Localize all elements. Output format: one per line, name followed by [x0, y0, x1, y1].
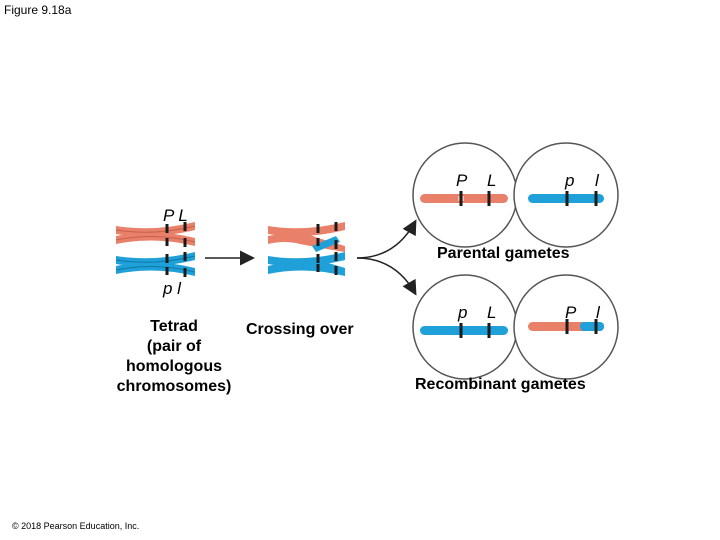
tetrad-caption-line-1: Tetrad — [150, 318, 198, 335]
parental-1-allele-a: P — [456, 171, 468, 190]
parental-2-allele-a: p — [565, 171, 575, 190]
recombinant-gametes-label: Recombinant gametes — [415, 376, 586, 393]
crossing-over-chromosomes — [268, 222, 345, 276]
tetrad-caption-line-4: chromosomes) — [116, 378, 232, 395]
tetrad-bottom-alleles: p l — [163, 279, 181, 298]
recombinant-1-allele-b: L — [487, 303, 497, 322]
parental-chromosome-2 — [528, 191, 604, 206]
parental-gametes-label: Parental gametes — [437, 245, 570, 262]
recombinant-2-allele-b: l — [596, 303, 600, 322]
recombinant-chromosome-1 — [420, 323, 508, 338]
arrow-to-recombinant — [356, 257, 417, 296]
crossing-over-label: Crossing over — [246, 321, 354, 338]
parental-1-allele-b: L — [487, 171, 497, 190]
tetrad-caption: Tetrad (pair of homologous chromosomes) — [94, 317, 254, 397]
tetrad-salmon-pair — [115, 222, 196, 246]
figure-label: Figure 9.18a — [4, 3, 72, 17]
recombinant-2-allele-a: P — [565, 303, 577, 322]
parental-2-allele-b: l — [595, 171, 599, 190]
tetrad-bands — [165, 222, 187, 277]
tetrad-caption-line-3: homologous — [126, 358, 222, 375]
parental-chromosome-1 — [420, 191, 508, 206]
tetrad-top-alleles: P L — [163, 206, 188, 225]
copyright-notice: © 2018 Pearson Education, Inc. — [12, 521, 140, 531]
tetrad-blue-pair — [115, 252, 196, 276]
arrow-to-parental — [356, 219, 417, 259]
recombinant-1-allele-a: p — [458, 303, 468, 322]
tetrad — [115, 222, 196, 277]
tetrad-caption-line-2: (pair of — [146, 338, 202, 355]
recombinant-chromosome-2 — [528, 319, 604, 334]
